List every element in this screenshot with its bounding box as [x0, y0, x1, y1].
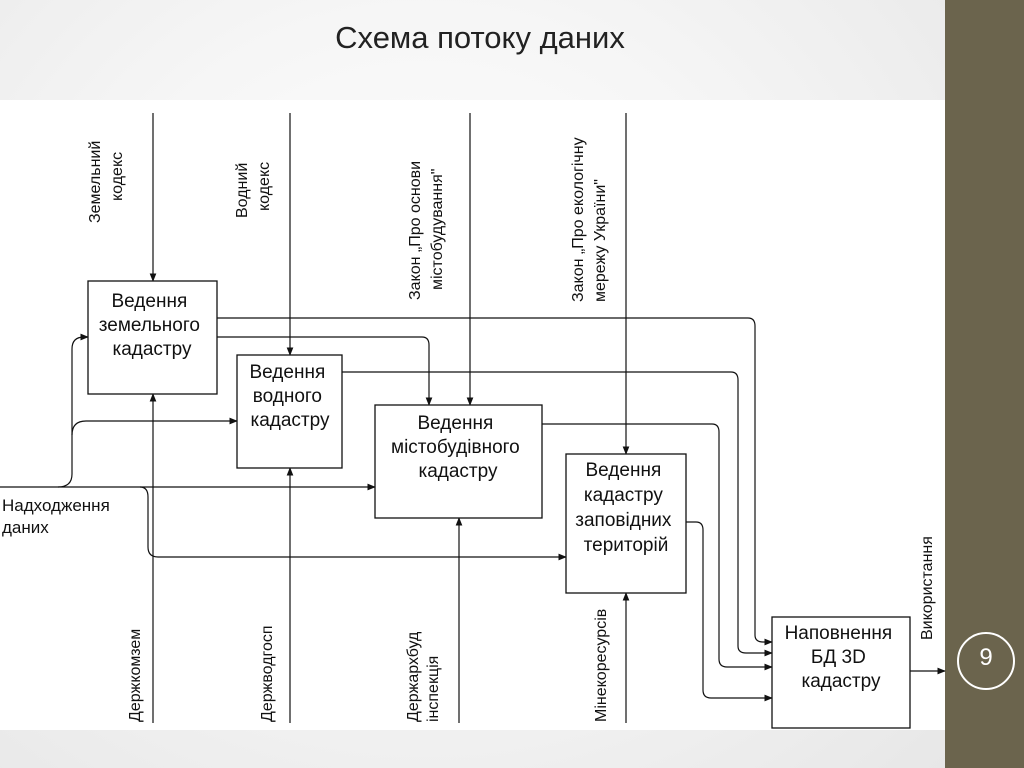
label-land-cadastre: Ведення земельного кадастру: [99, 291, 205, 360]
label-urban-cadastre: Ведення містобудівного кадастру: [391, 413, 525, 482]
page-number: 9: [979, 644, 993, 671]
svg-text:Закон „Про екологічну ме: Закон „Про екологічну мережу України": [570, 133, 609, 302]
flow-urban-to-db: [542, 423, 773, 671]
input-arrow-land: [57, 333, 89, 488]
flow-water-to-db: [342, 371, 773, 657]
label-input: Надходження даних: [2, 496, 115, 537]
svg-text:Держархбуд інспекція: Держархбуд інспекція: [405, 627, 442, 722]
label-water-cadastre: Ведення водного кадастру: [249, 362, 330, 431]
input-arrow-water: [71, 417, 238, 436]
svg-text:Держводгосп: Держводгосп: [259, 625, 276, 722]
input-arrow-reserve: [139, 486, 567, 561]
box-urban-cadastre: [374, 404, 543, 519]
label-minekoresursiv: Мінекоресурсів: [593, 609, 610, 722]
label-derzhkomzem: Держкомзем: [127, 629, 144, 722]
label-eco-law: Закон „Про екологічну мережу України": [570, 133, 609, 302]
label-derzharkhbud: Держархбуд інспекція: [405, 627, 442, 722]
svg-text:Закон „Про основи містоб: Закон „Про основи містобудування": [407, 156, 446, 300]
box-water-cadastre: [236, 354, 343, 469]
flow-reserve-to-db: [686, 521, 773, 702]
svg-text:Держкомзем: Держкомзем: [127, 629, 144, 722]
label-land-code: Земельний кодекс: [87, 136, 126, 223]
box-db-fill: [771, 616, 911, 729]
svg-text:Використання: Використання: [919, 536, 936, 640]
svg-text:Земельний кодекс: Земельний кодекс: [87, 136, 126, 223]
label-urban-law: Закон „Про основи містобудування": [407, 156, 446, 300]
flow-land-to-db: [217, 317, 773, 646]
label-derzhvodgosp: Держводгосп: [259, 625, 276, 722]
page-number-badge: [957, 632, 1015, 690]
svg-text:Водний кодекс: Водний кодекс: [234, 158, 273, 218]
label-output: Використання: [919, 536, 936, 640]
box-reserve-cadastre: [565, 453, 687, 594]
box-land-cadastre: [87, 280, 218, 395]
slide-title: Схема потоку даних: [335, 20, 625, 55]
label-water-code: Водний кодекс: [234, 158, 273, 218]
label-db-fill: Наповнення БД 3D кадастру: [785, 623, 898, 692]
flow-land-to-urban: [217, 336, 433, 406]
svg-text:Мінекоресурсів: Мінекоресурсів: [593, 609, 610, 722]
label-reserve-cadastre: Ведення кадастру заповідних територій: [575, 460, 676, 556]
